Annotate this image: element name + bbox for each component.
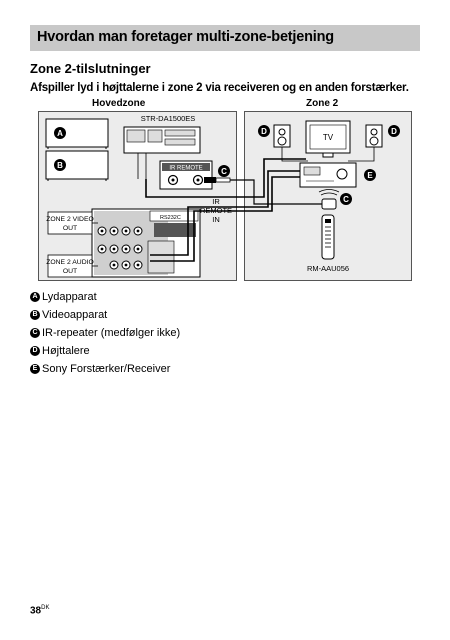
legend-marker-b-icon: B bbox=[30, 310, 40, 320]
marker-d-right-icon bbox=[388, 125, 400, 137]
speaker-right-icon bbox=[365, 124, 383, 148]
legend-text-b: Videoapparat bbox=[42, 309, 108, 321]
legend-row-b: B Videoapparat bbox=[30, 306, 180, 324]
receiver-icon bbox=[123, 126, 201, 179]
tv-icon: TV bbox=[305, 120, 351, 158]
legend-text-d: Højttalere bbox=[42, 345, 90, 357]
legend-text-e: Sony Forstærker/Receiver bbox=[42, 363, 171, 375]
tv-label: TV bbox=[323, 133, 334, 142]
legend-row-e: E Sony Forstærker/Receiver bbox=[30, 360, 180, 378]
marker-d-left-label: D bbox=[261, 127, 267, 136]
main-zone-label: Hovedzone bbox=[92, 98, 146, 109]
speaker-left-icon bbox=[273, 124, 291, 148]
page-number-value: 38 bbox=[30, 605, 42, 617]
ir-in-line-3: IN bbox=[212, 215, 220, 224]
legend-marker-c-icon: C bbox=[30, 328, 40, 338]
header-bar: Hvordan man foretager multi-zone-betjeni… bbox=[30, 25, 420, 51]
marker-d-left-icon bbox=[258, 125, 270, 137]
ir-remote-label: IR REMOTE bbox=[169, 166, 202, 172]
video-cable bbox=[145, 158, 306, 198]
legend-marker-e-icon: E bbox=[30, 364, 40, 374]
subtitle: Afspiller lyd i højttalerne i zone 2 via… bbox=[30, 82, 409, 94]
marker-c-icon bbox=[218, 165, 230, 177]
legend-row-c: C IR-repeater (medfølger ikke) bbox=[30, 324, 180, 342]
page-heading: Hvordan man foretager multi-zone-betjeni… bbox=[37, 29, 334, 45]
marker-c-zone2-icon bbox=[340, 193, 352, 205]
zone2-label: Zone 2 bbox=[306, 98, 339, 109]
section-title: Zone 2-tilslutninger bbox=[30, 61, 151, 76]
zone2-audio-out-line-2: OUT bbox=[63, 268, 77, 275]
marker-a-label: A bbox=[57, 129, 63, 138]
page-number: 38DK bbox=[30, 605, 49, 616]
zone2-audio-out-line-1: ZONE 2 AUDIO bbox=[46, 259, 94, 266]
remote-model-label: RM-AAU056 bbox=[307, 264, 349, 273]
zone2-amplifier-icon bbox=[299, 162, 357, 188]
legend: A Lydapparat B Videoapparat C IR-repeate… bbox=[30, 288, 180, 378]
audio-device-a: A bbox=[45, 118, 109, 149]
receiver-model-label: STR-DA1500ES bbox=[141, 114, 196, 123]
audio-cable-l bbox=[150, 170, 300, 256]
legend-row-a: A Lydapparat bbox=[30, 288, 180, 306]
marker-b-icon bbox=[54, 159, 66, 171]
marker-c-zone2-label: C bbox=[343, 195, 349, 204]
receiver-rear-panel: RS232C bbox=[91, 208, 201, 278]
ir-in-line-1: IR bbox=[212, 197, 220, 206]
legend-marker-d-icon: D bbox=[30, 346, 40, 356]
legend-row-d: D Højttalere bbox=[30, 342, 180, 360]
ir-remote-jack-panel: IR REMOTE bbox=[159, 160, 213, 190]
zone2-video-out-line-2: OUT bbox=[63, 225, 77, 232]
audio-cable-r bbox=[150, 176, 300, 262]
connection-diagram: A B STR-DA1500ES IR REMOTE C IR REMOTE I… bbox=[38, 111, 412, 281]
marker-c-label: C bbox=[221, 167, 227, 176]
zone2-video-out-line-1: ZONE 2 VIDEO bbox=[46, 216, 94, 223]
legend-text-a: Lydapparat bbox=[42, 291, 97, 303]
marker-e-label: E bbox=[367, 171, 373, 180]
marker-d-right-label: D bbox=[391, 127, 397, 136]
marker-a-icon bbox=[54, 127, 66, 139]
legend-text-c: IR-repeater (medfølger ikke) bbox=[42, 327, 181, 339]
page-number-suffix: DK bbox=[41, 605, 50, 611]
legend-marker-a-icon: A bbox=[30, 292, 40, 302]
ir-plug bbox=[204, 177, 216, 183]
video-device-b: B bbox=[45, 150, 109, 181]
marker-e-icon bbox=[364, 169, 376, 181]
remote-control-icon bbox=[321, 214, 335, 260]
marker-b-label: B bbox=[57, 161, 63, 170]
ir-cable bbox=[230, 179, 322, 205]
rs232c-label: RS232C bbox=[160, 215, 181, 221]
